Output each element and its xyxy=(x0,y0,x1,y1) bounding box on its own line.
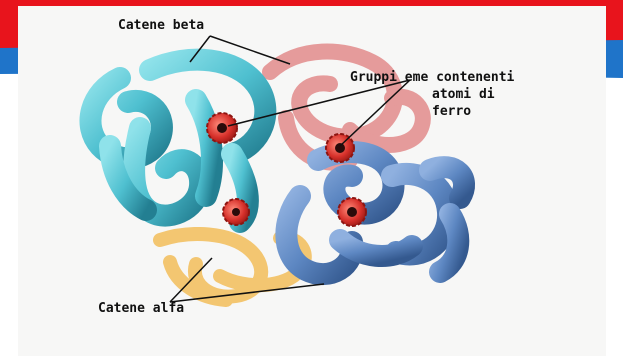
label-catene-beta: Catene beta xyxy=(118,18,204,33)
heme-group-icon xyxy=(207,113,237,143)
heme-group-icon xyxy=(326,134,354,162)
beta-chain-cyan xyxy=(90,60,265,222)
heme-group-icon xyxy=(338,198,366,226)
label-catene-alfa: Catene alfa xyxy=(98,301,184,316)
label-atomi-di: atomi di xyxy=(432,87,495,102)
heme-group-icon xyxy=(223,199,249,225)
beta-chain-blue xyxy=(286,152,464,274)
label-gruppi-eme: Gruppi eme contenenti xyxy=(350,70,514,85)
label-ferro: ferro xyxy=(432,104,471,119)
